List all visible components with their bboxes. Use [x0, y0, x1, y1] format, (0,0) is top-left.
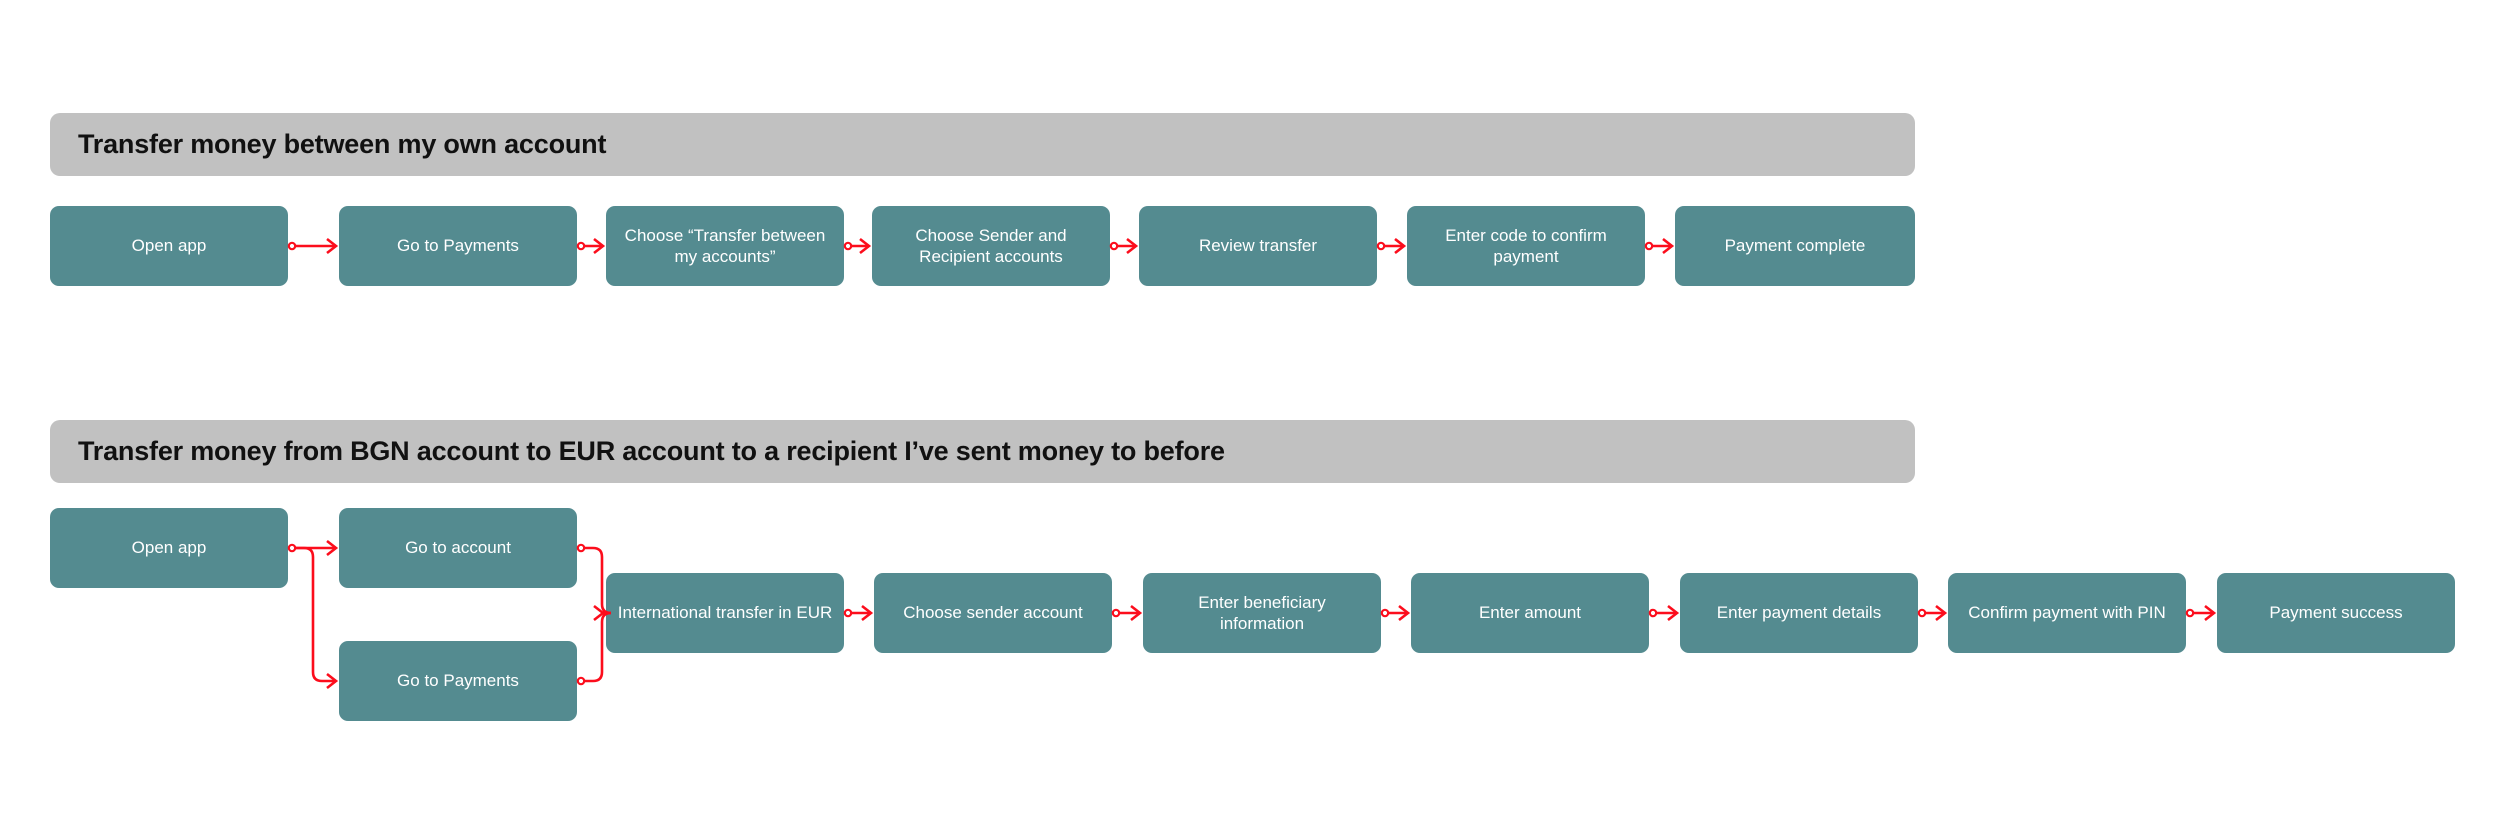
- section-header-bgn-to-eur-transfer: Transfer money from BGN account to EUR a…: [50, 420, 1915, 483]
- edge-start-dot: [2185, 608, 2195, 618]
- flow-node-label: Review transfer: [1198, 236, 1318, 256]
- arrow-head-icon: [1126, 237, 1139, 255]
- edge-start-dot: [576, 241, 586, 251]
- arrow-head-icon: [1667, 604, 1680, 622]
- arrow-head-icon: [326, 237, 339, 255]
- flow-node-s1n4[interactable]: Choose Sender and Recipient accounts: [872, 206, 1110, 286]
- arrow-head-icon: [2204, 604, 2217, 622]
- flow-node-s2n6[interactable]: Enter beneficiary information: [1143, 573, 1381, 653]
- flow-node-label: Payment complete: [1724, 236, 1866, 256]
- edge-start-dot: [1648, 608, 1658, 618]
- edge-start-dot: [287, 241, 297, 251]
- flow-node-label: Payment success: [2269, 603, 2403, 623]
- flow-node-s1n5[interactable]: Review transfer: [1139, 206, 1377, 286]
- arrow-head-icon: [1130, 604, 1143, 622]
- arrow-head-icon: [1935, 604, 1948, 622]
- edge-start-dot: [843, 241, 853, 251]
- flow-node-s1n7[interactable]: Payment complete: [1675, 206, 1915, 286]
- section-title: Transfer money from BGN account to EUR a…: [78, 436, 1225, 466]
- flow-node-s2n5[interactable]: Choose sender account: [874, 573, 1112, 653]
- flow-node-s2n4[interactable]: International transfer in EUR: [606, 573, 844, 653]
- flow-node-label: Open app: [131, 538, 207, 558]
- flow-node-s1n1[interactable]: Open app: [50, 206, 288, 286]
- section-title: Transfer money between my own account: [78, 129, 607, 159]
- edge-start-dot: [1380, 608, 1390, 618]
- flow-node-label: Enter beneficiary information: [1198, 592, 1326, 633]
- flow-node-s1n2[interactable]: Go to Payments: [339, 206, 577, 286]
- edge-start-dot: [843, 608, 853, 618]
- flow-node-label: Enter payment details: [1716, 603, 1882, 623]
- flow-node-label: Open app: [131, 236, 207, 256]
- flow-node-label: Confirm payment with PIN: [1968, 603, 2166, 623]
- arrow-head-icon: [593, 604, 606, 622]
- flow-node-s2n2[interactable]: Go to account: [339, 508, 577, 588]
- arrow-head-icon: [861, 604, 874, 622]
- edge-start-dot: [576, 676, 586, 686]
- flow-node-label: Choose sender account: [903, 603, 1083, 623]
- edge-s2n1-s2n3: [295, 546, 336, 683]
- flow-node-label: Choose Sender and Recipient accounts: [915, 225, 1067, 266]
- flow-node-s2n9[interactable]: Confirm payment with PIN: [1948, 573, 2186, 653]
- flow-node-s2n1[interactable]: Open app: [50, 508, 288, 588]
- flow-node-label: Go to Payments: [397, 671, 519, 691]
- flow-node-s2n7[interactable]: Enter amount: [1411, 573, 1649, 653]
- flow-node-label: Go to Payments: [397, 236, 519, 256]
- edge-start-dot: [287, 543, 297, 553]
- edge-start-dot: [576, 543, 586, 553]
- flow-node-label: Go to account: [405, 538, 511, 558]
- edge-start-dot: [1376, 241, 1386, 251]
- flow-node-s1n6[interactable]: Enter code to confirm payment: [1407, 206, 1645, 286]
- flow-node-s2n8[interactable]: Enter payment details: [1680, 573, 1918, 653]
- flow-node-label: International transfer in EUR: [617, 603, 833, 623]
- flow-node-label: Choose “Transfer between my accounts”: [624, 225, 826, 266]
- arrow-head-icon: [1662, 237, 1675, 255]
- arrow-head-icon: [593, 237, 606, 255]
- arrow-head-icon: [326, 539, 339, 557]
- edge-start-dot: [1109, 241, 1119, 251]
- arrow-head-icon: [326, 672, 339, 690]
- flow-node-s1n3[interactable]: Choose “Transfer between my accounts”: [606, 206, 844, 286]
- flow-node-s2n10[interactable]: Payment success: [2217, 573, 2455, 653]
- flow-node-s2n3[interactable]: Go to Payments: [339, 641, 577, 721]
- arrow-head-icon: [1398, 604, 1411, 622]
- arrow-head-icon: [1394, 237, 1407, 255]
- section-header-own-account-transfer: Transfer money between my own account: [50, 113, 1915, 176]
- edge-start-dot: [1917, 608, 1927, 618]
- flow-node-label: Enter amount: [1478, 603, 1582, 623]
- flow-node-label: Enter code to confirm payment: [1445, 225, 1607, 266]
- edge-start-dot: [1111, 608, 1121, 618]
- edge-start-dot: [1644, 241, 1654, 251]
- arrow-head-icon: [859, 237, 872, 255]
